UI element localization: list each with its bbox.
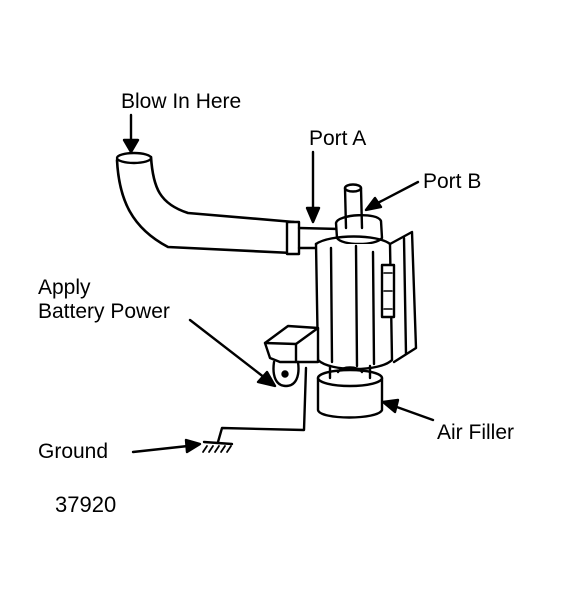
figure-number: 37920 bbox=[55, 492, 117, 517]
apply-label-line1: Apply bbox=[38, 276, 91, 299]
apply-label-line2: Battery Power bbox=[38, 300, 170, 323]
apply-battery-power-label: Apply Battery Power bbox=[38, 276, 170, 324]
hose bbox=[115, 151, 342, 256]
mounting-bracket bbox=[263, 324, 320, 388]
leader-arrows bbox=[122, 113, 435, 454]
air-filler-cylinder bbox=[316, 364, 384, 419]
port-a-label: Port A bbox=[309, 127, 367, 150]
port-b-nozzle bbox=[343, 183, 364, 230]
solenoid-body bbox=[314, 214, 418, 371]
ground-label: Ground bbox=[38, 440, 109, 463]
ground-wire bbox=[202, 366, 308, 453]
blow-in-here-label: Blow In Here bbox=[121, 90, 242, 113]
air-filler-label: Air Filler bbox=[437, 421, 514, 444]
port-b-label: Port B bbox=[423, 170, 482, 193]
